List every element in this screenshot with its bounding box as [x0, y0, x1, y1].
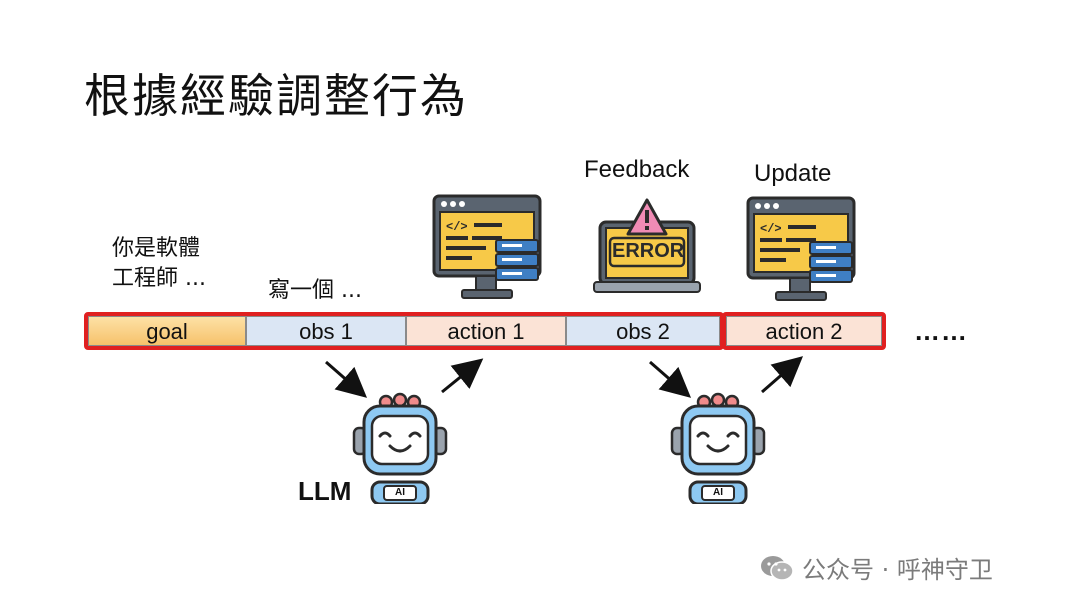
goal-note-line2: 工程師 ... — [112, 266, 206, 291]
goal-note: 你是軟體 工程師 ... — [112, 234, 206, 294]
ai-badge-1: AI — [395, 487, 405, 498]
svg-text:</>: </> — [760, 222, 782, 236]
sequence-obs-2: obs 2 — [566, 316, 720, 346]
goal-note-line1: 你是軟體 — [112, 236, 201, 261]
sequence-action-2: action 2 — [726, 316, 882, 346]
error-laptop-icon — [593, 198, 701, 293]
arrow-obs1-to-llm — [325, 360, 368, 398]
llm-label: LLM — [298, 476, 352, 506]
watermark-text: 公众号 · 呼神守卫 — [802, 556, 993, 584]
arrow-obs2-to-llm — [649, 360, 692, 398]
llm-robot-icon — [352, 392, 448, 504]
wechat-icon — [761, 555, 794, 581]
ai-badge-2: AI — [713, 487, 723, 498]
llm-robot-icon-2 — [670, 392, 766, 504]
sequence-action-1: action 1 — [406, 316, 566, 346]
watermark: 公众号 · 呼神守卫 — [760, 550, 993, 585]
feedback-label: Feedback — [584, 156, 690, 183]
page-title: 根據經驗調整行為 — [84, 69, 468, 123]
svg-text:</>: </> — [446, 220, 468, 234]
code-monitor-icon: </> — [432, 194, 542, 299]
arrow-llm-to-action1 — [441, 358, 484, 394]
context-frame-2 — [722, 312, 886, 350]
sequence-goal: goal — [88, 316, 246, 346]
error-text: ERROR — [612, 240, 685, 262]
arrow-llm-to-action2 — [761, 356, 804, 394]
sequence-obs-1: obs 1 — [246, 316, 406, 346]
ellipsis: …… — [914, 316, 968, 346]
obs1-note: 寫一個 ... — [268, 278, 362, 303]
code-monitor-update-icon: </> — [746, 196, 856, 301]
update-label: Update — [754, 160, 832, 187]
